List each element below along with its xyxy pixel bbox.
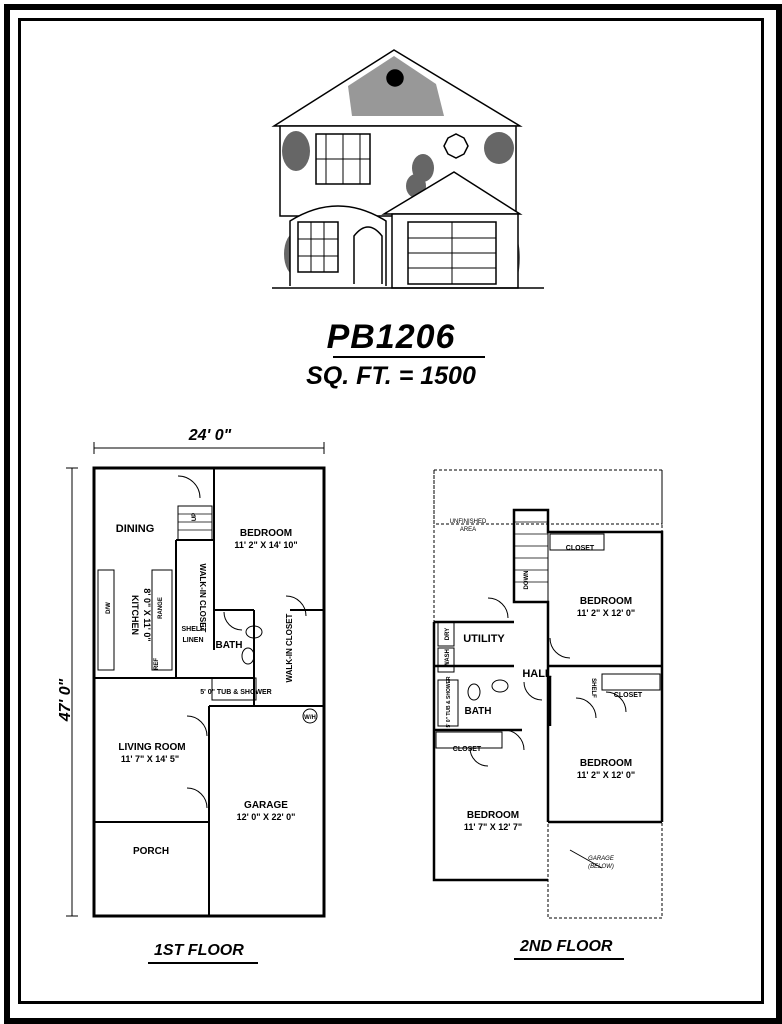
second-floor-plan xyxy=(432,469,664,919)
first-floor-plan xyxy=(66,442,326,918)
second-floor-label: 2ND FLOOR xyxy=(520,938,613,955)
plan-code-underline xyxy=(333,356,485,358)
square-footage: SQ. FT. = 1500 xyxy=(306,362,476,390)
first-floor-label: 1ST FLOOR xyxy=(154,942,244,959)
house-elevation xyxy=(271,49,544,289)
outer-frame xyxy=(4,4,782,1024)
inner-frame xyxy=(18,18,764,1004)
second-floor-underline xyxy=(514,958,624,960)
plan-code: PB1206 xyxy=(326,318,456,356)
first-floor-underline xyxy=(148,962,258,964)
